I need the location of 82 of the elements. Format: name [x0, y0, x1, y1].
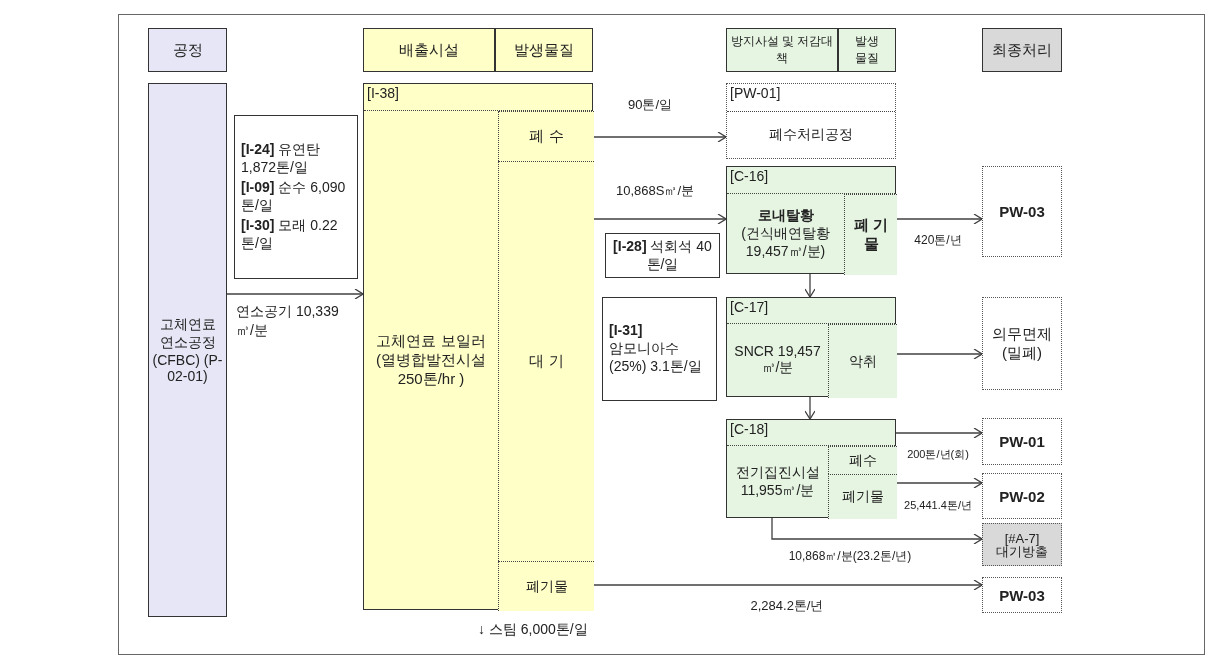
box-label: [I-28] 석회석 40톤/일 [612, 237, 713, 274]
facility-box [363, 83, 593, 610]
disposal-box [982, 297, 1062, 390]
box-label: 폐기물 [842, 488, 884, 506]
box-label: 방지사설 및 저감대책 [729, 33, 835, 67]
input-box [602, 297, 717, 401]
arrow [226, 288, 364, 300]
column-header [148, 28, 227, 72]
box-label: 악취 [849, 352, 877, 371]
box-label: 발생 물질 [854, 33, 880, 67]
substance-cell [844, 194, 897, 275]
arrow [895, 427, 983, 439]
box-label: 암모니아수 (25%) 3.1톤/일 [609, 340, 703, 376]
box-label: PW-02 [999, 487, 1045, 505]
substance-cell [498, 111, 594, 161]
box-label: SNCR 19,457㎥/분 [733, 343, 822, 377]
treatment-box [726, 83, 896, 159]
arrow [895, 213, 983, 225]
substance-cell [828, 324, 897, 398]
disposal-box [982, 166, 1062, 257]
box-label: PW-03 [999, 203, 1045, 220]
column-header [495, 28, 593, 72]
code-label: [C-16] [730, 168, 769, 184]
code-label: [I-38] [367, 85, 399, 101]
disposal-box [982, 577, 1062, 613]
edge-label: 2,284.2톤/년 [749, 598, 825, 614]
input-box [605, 233, 720, 278]
edge-label: 10,868S㎥/분 [615, 183, 695, 199]
substance-cell [498, 561, 594, 611]
arrow [771, 517, 983, 545]
box-label: 발생물질 [514, 40, 574, 60]
disposal-box [982, 418, 1062, 465]
treatment-box [726, 297, 896, 397]
column-header [982, 28, 1062, 72]
edge-label: 10,868㎥/분(23.2톤/년) [787, 550, 913, 564]
box-label: [I-30] 모래 0.22톤/일 [241, 217, 339, 253]
arrow [895, 348, 983, 360]
arrow [592, 213, 727, 225]
arrow [592, 579, 983, 591]
substance-cell [498, 161, 594, 561]
arrow [895, 477, 983, 489]
column-header [363, 28, 495, 72]
box-label: [I-09] 순수 6,090톤/일 [241, 179, 347, 215]
treatment-box [726, 166, 896, 274]
edge-label: 90톤/일 [626, 97, 674, 113]
column-header [838, 28, 896, 72]
box-label: PW-03 [999, 586, 1045, 604]
edge-label: 420톤/년 [913, 234, 963, 248]
box-label: PW-01 [999, 433, 1045, 450]
disposal-box [982, 523, 1062, 566]
box-label: 폐 기 물 [852, 216, 890, 254]
box-label: 폐 수 [529, 127, 564, 146]
substance-cell [828, 474, 897, 519]
box-label: [I-24] 유연탄 1,872톤/일 [241, 141, 322, 177]
box-label: 의무면제 (밀폐) [991, 324, 1053, 363]
code-label: [C-18] [730, 421, 769, 437]
edge-label: 200톤/년(회) [906, 447, 970, 461]
box-label: 최종처리 [992, 40, 1052, 60]
box-label: 공정 [172, 40, 203, 60]
treatment-box [726, 419, 896, 518]
box-label: 폐수 [849, 451, 877, 470]
substance-cell [828, 446, 897, 474]
arrow [804, 273, 816, 298]
code-label: [I-31] [609, 322, 644, 338]
box-label: 폐수처리공정 [769, 126, 853, 144]
box-label: 전기집진시설 11,955㎥/분 [734, 463, 821, 500]
code-label: [PW-01] [730, 85, 781, 101]
input-box [234, 115, 358, 279]
box-label: 폐기물 [525, 577, 568, 596]
box-label: 로내탈황 [757, 206, 814, 225]
box-label: 고체연료 보일러 (열병합발전시설 250톤/hr ) [375, 331, 487, 389]
box-label: [#A-7] [1004, 531, 1040, 545]
process-box [148, 83, 227, 617]
box-label: 배출시설 [399, 40, 459, 60]
arrow [804, 396, 816, 420]
disposal-box [982, 473, 1062, 519]
edge-label: 25,441.4톤/년 [903, 498, 973, 512]
box-label: (건식배연탈황 19,457㎥/분) [740, 224, 831, 261]
arrow [592, 131, 727, 143]
box-label: 대 기 [529, 352, 564, 371]
code-label: [C-17] [730, 299, 769, 315]
box-label: 고체연료 연소공정 (CFBC) (P-02-01) [151, 316, 224, 384]
